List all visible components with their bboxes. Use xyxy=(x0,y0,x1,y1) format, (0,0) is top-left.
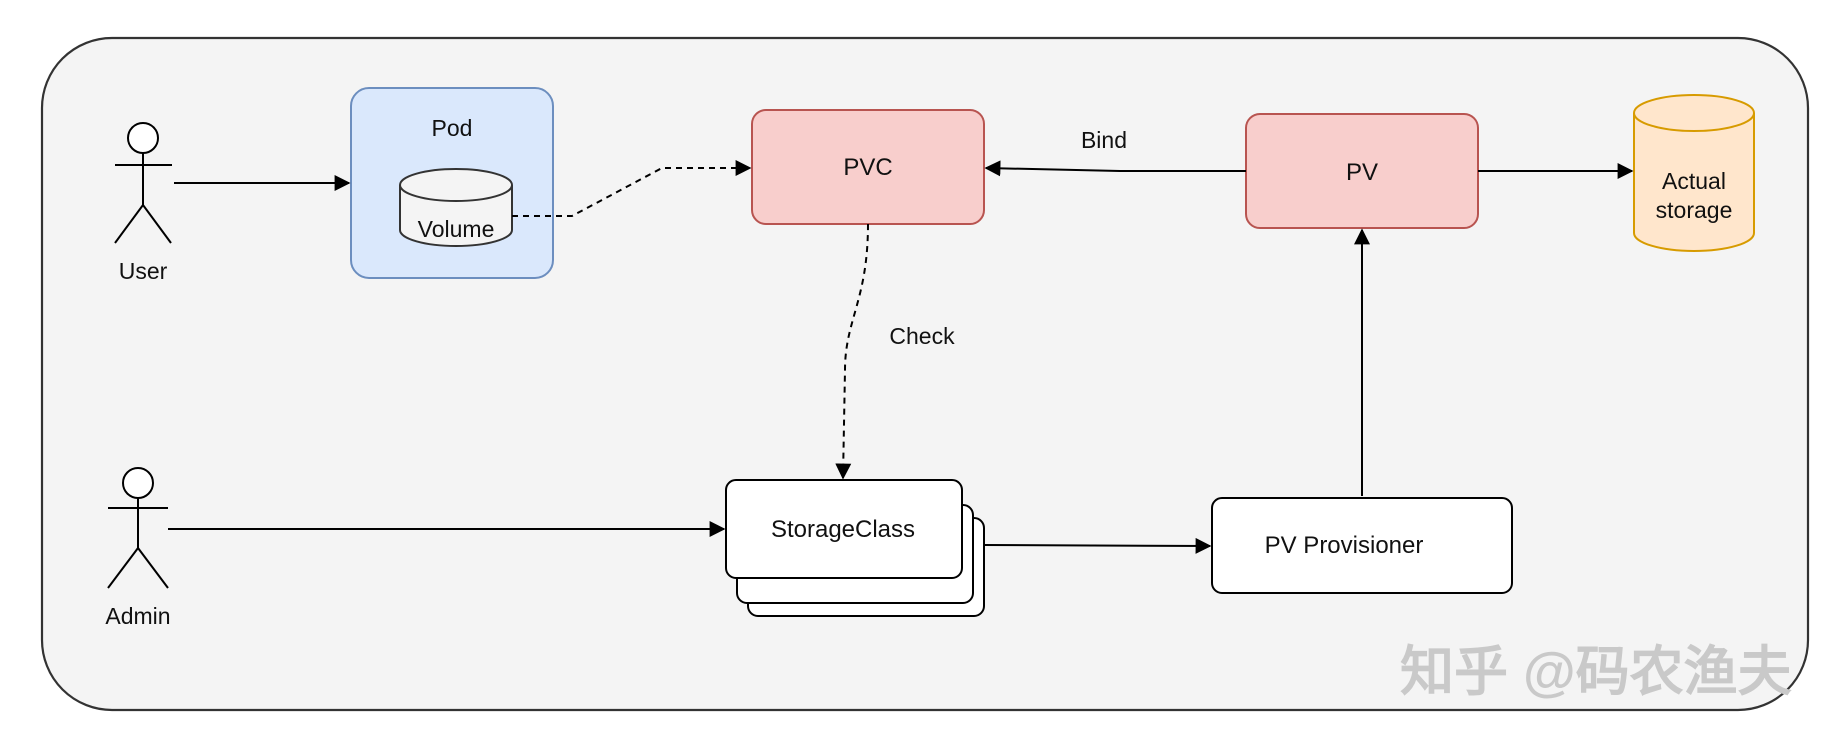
watermark: 知乎 @码农渔夫 xyxy=(1400,642,1793,702)
pv-provisioner-box xyxy=(1211,497,1513,594)
actual-storage-label-line1: Actual xyxy=(1662,168,1726,194)
pv-label: PV xyxy=(1346,159,1378,186)
edge-storageclass-to-provisioner xyxy=(983,537,1212,554)
pvc-label: PVC xyxy=(843,154,892,181)
edge-pv-to-pvc-bind xyxy=(984,160,1246,177)
user-label: User xyxy=(119,258,168,284)
user-actor-icon xyxy=(114,122,172,244)
actual-storage-label-line2: storage xyxy=(1656,197,1733,223)
pod-title: Pod xyxy=(432,115,473,141)
pv-provisioner-label: PV Provisioner xyxy=(1265,532,1424,559)
admin-actor-icon xyxy=(107,467,169,589)
storage-class-label: StorageClass xyxy=(771,516,915,543)
edge-pvc-to-storageclass-check xyxy=(835,223,869,480)
check-edge-label: Check xyxy=(889,323,955,349)
volume-label: Volume xyxy=(418,216,495,242)
bind-edge-label: Bind xyxy=(1081,127,1127,153)
volume-cylinder-icon xyxy=(399,168,513,247)
storage-class-stack xyxy=(725,479,985,617)
actual-storage-cylinder-icon xyxy=(1633,94,1755,252)
edge-volume-to-pvc xyxy=(512,160,752,217)
admin-label: Admin xyxy=(105,603,170,629)
